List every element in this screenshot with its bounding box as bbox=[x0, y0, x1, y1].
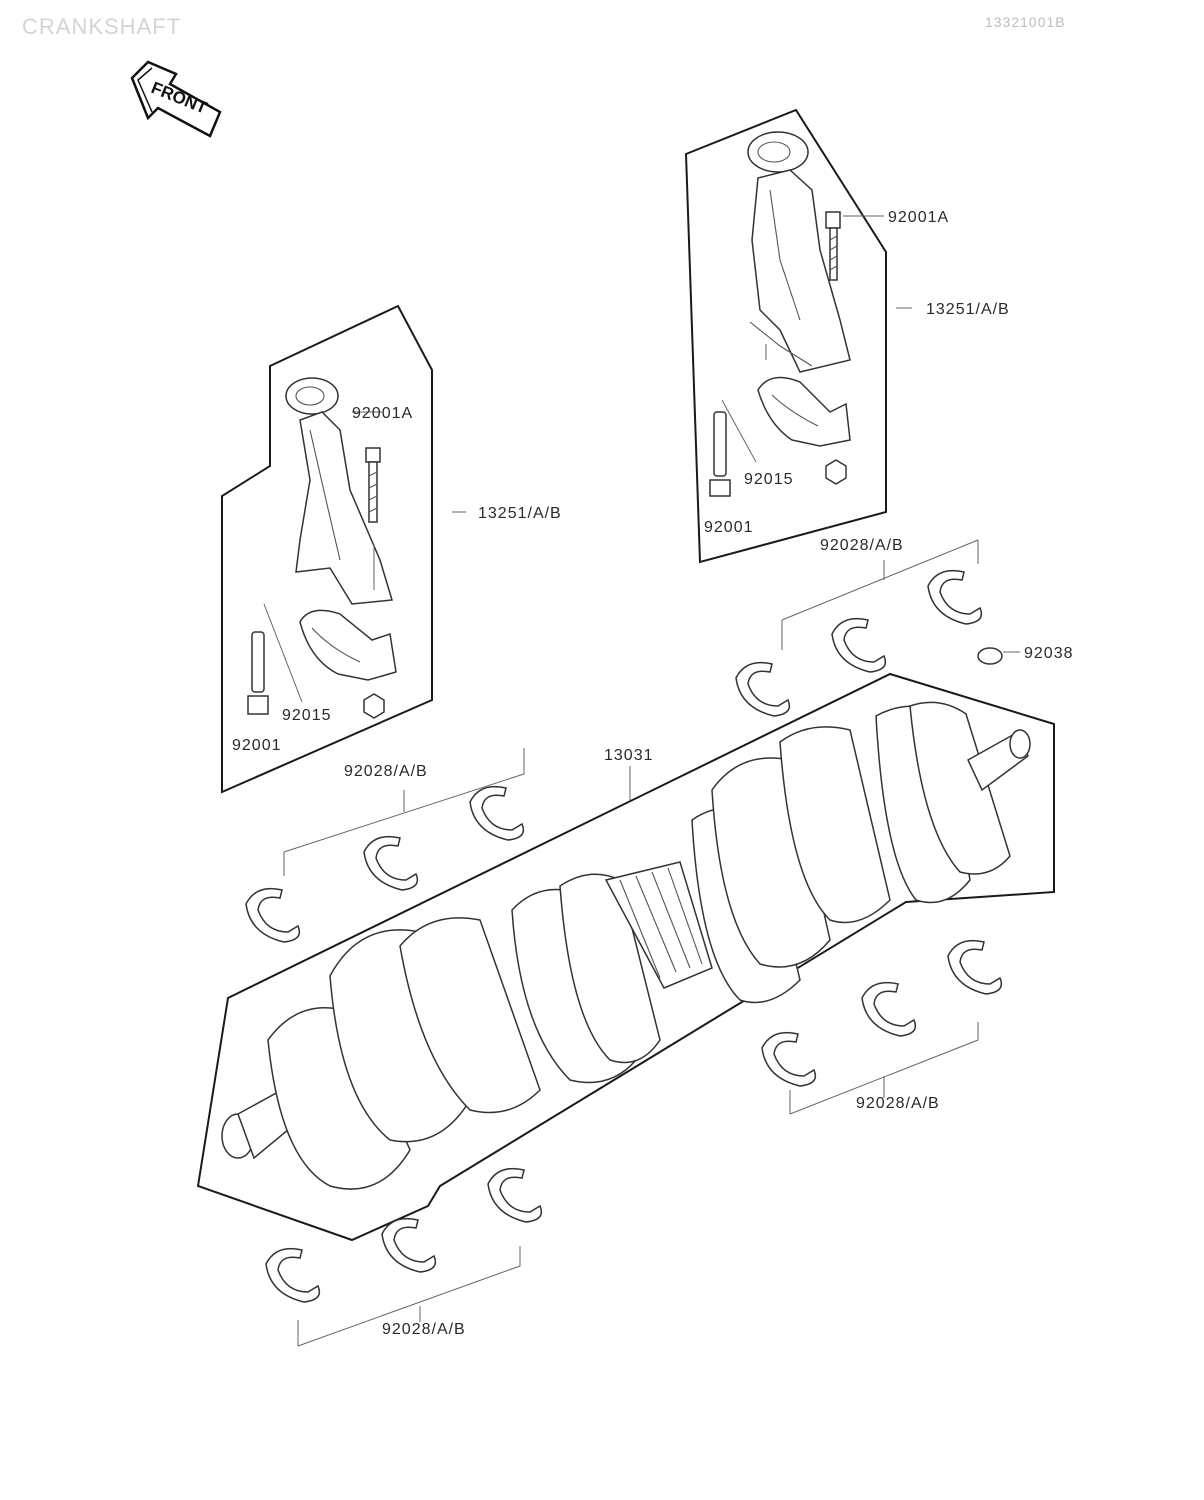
bearing-bracket-lower-left bbox=[297, 1246, 521, 1347]
bearing-bracket-upper-right bbox=[781, 539, 979, 650]
bearing-shell bbox=[487, 1167, 543, 1223]
bearing-shell bbox=[927, 569, 983, 625]
callout-92015-left: 92015 bbox=[282, 707, 332, 724]
callout-92001a-left: 92001A bbox=[352, 405, 413, 422]
conrod-right bbox=[709, 131, 851, 497]
conrod-right-panel bbox=[684, 108, 912, 564]
pin-92038 bbox=[977, 647, 1020, 665]
callout-13031: 13031 bbox=[604, 747, 654, 764]
callout-92001-left: 92001 bbox=[232, 737, 282, 754]
callout-92001-right: 92001 bbox=[704, 519, 754, 536]
bearing-shells bbox=[245, 569, 1003, 1303]
bearing-shell bbox=[831, 617, 887, 673]
bearing-bracket-upper-left bbox=[283, 748, 525, 876]
callout-92028-upper-left: 92028/A/B bbox=[344, 763, 428, 780]
front-arrow: FRONT bbox=[130, 60, 222, 138]
bearing-shell bbox=[735, 661, 791, 717]
conrod-left bbox=[247, 377, 397, 719]
bearing-shell bbox=[947, 939, 1003, 995]
bearing-shell bbox=[469, 785, 525, 841]
callout-92028-upper-right: 92028/A/B bbox=[820, 537, 904, 554]
bearing-shell bbox=[245, 887, 301, 943]
diagram-code: 13321001B bbox=[985, 14, 1066, 30]
bearing-shell bbox=[363, 835, 419, 891]
crankshaft bbox=[221, 701, 1031, 1190]
callout-13251-left: 13251/A/B bbox=[478, 505, 562, 522]
conrod-left-panel bbox=[221, 304, 466, 794]
crankshaft-panel bbox=[196, 672, 1055, 1242]
callout-92028-lower-right: 92028/A/B bbox=[856, 1095, 940, 1112]
bearing-bracket-lower-right bbox=[789, 1022, 979, 1115]
callout-92028-lower-left: 92028/A/B bbox=[382, 1321, 466, 1338]
bearing-shell bbox=[381, 1217, 437, 1273]
callout-92015-right: 92015 bbox=[744, 471, 794, 488]
page-title: CRANKSHAFT bbox=[22, 14, 182, 39]
bearing-shell bbox=[761, 1031, 817, 1087]
bearing-shell bbox=[861, 981, 917, 1037]
callout-92038: 92038 bbox=[1024, 645, 1074, 662]
callout-92001a-right: 92001A bbox=[888, 209, 949, 226]
callout-13251-right: 13251/A/B bbox=[926, 301, 1010, 318]
bearing-shell bbox=[265, 1247, 321, 1303]
